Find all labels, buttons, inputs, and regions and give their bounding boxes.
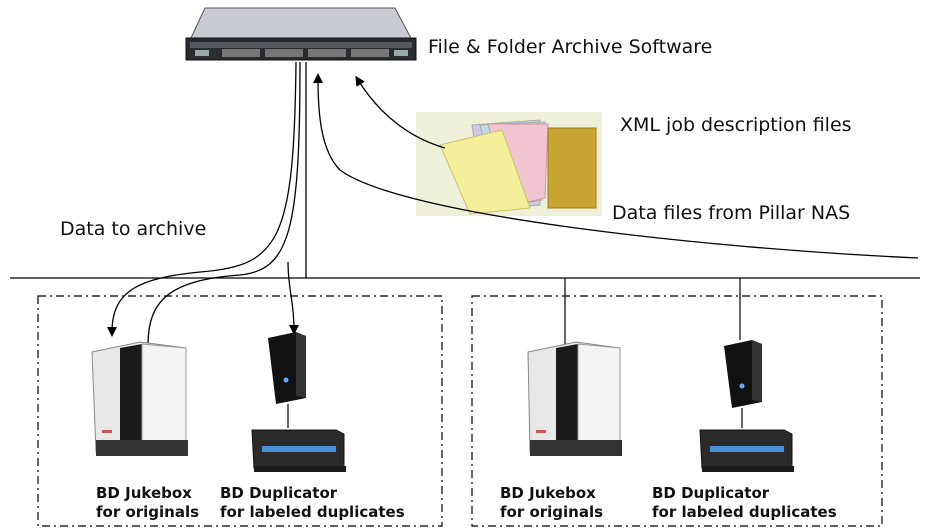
nas-label: Data files from Pillar NAS [612, 202, 851, 224]
duplicator-label-line1: BD Duplicator [652, 484, 770, 502]
left-group-box [37, 295, 443, 527]
folder-stack-icon [416, 112, 602, 216]
jukebox-label-left: BD Jukebox for originals [96, 484, 199, 522]
right-group-box [471, 295, 883, 527]
disc-duplicator-icon [251, 429, 346, 472]
xml-label: XML job description files [620, 114, 852, 136]
jukebox-label-right: BD Jukebox for originals [500, 484, 603, 522]
jukebox-icon [91, 341, 188, 456]
rack-server-icon [185, 7, 417, 61]
jukebox-label-line2: for originals [96, 503, 200, 521]
xml-job-arrow [355, 75, 446, 149]
data-to-archive-arrows [107, 61, 301, 346]
duplicator-label-line2: for labeled duplicates [220, 503, 405, 521]
tower-pc-icon [268, 332, 306, 404]
jukebox-label-line1: BD Jukebox [96, 484, 192, 502]
nas-data-arrow [313, 73, 919, 259]
duplicator-label-line2: for labeled duplicates [652, 503, 837, 521]
duplicator-label-right: BD Duplicator for labeled duplicates [652, 484, 837, 522]
tower-pc-icon [724, 340, 762, 408]
archive-label: Data to archive [60, 218, 207, 240]
disc-duplicator-icon [699, 429, 794, 472]
jukebox-label-line2: for originals [500, 503, 604, 521]
server-label: File & Folder Archive Software [428, 36, 713, 58]
duplicator-label-left: BD Duplicator for labeled duplicates [220, 484, 405, 522]
jukebox-icon [527, 341, 622, 456]
duplicator-label-line1: BD Duplicator [220, 484, 338, 502]
jukebox-label-line1: BD Jukebox [500, 484, 596, 502]
